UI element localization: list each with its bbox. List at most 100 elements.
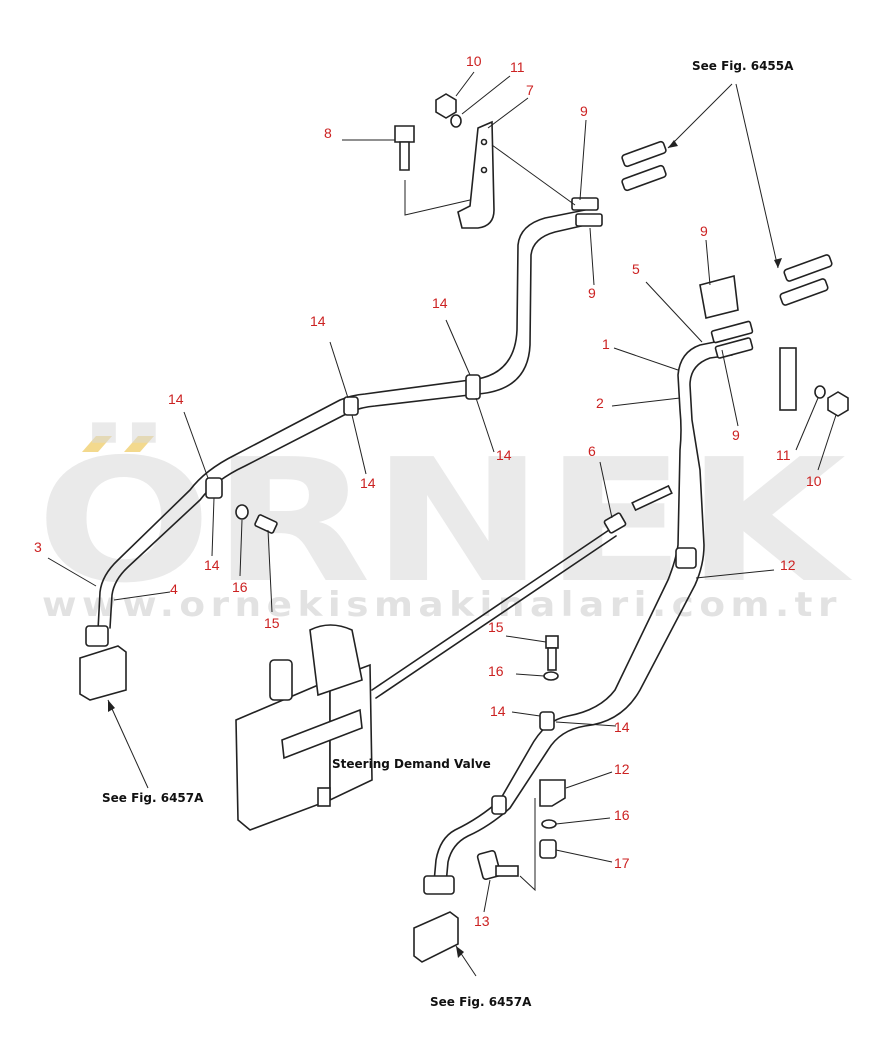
watermark-url: www.ornekismakinalari.com.tr	[42, 585, 842, 625]
fitting-9-top-b	[575, 213, 603, 227]
callout-12: 12	[614, 761, 630, 777]
callout-14: 14	[204, 557, 220, 573]
bracket-right	[779, 347, 797, 411]
nut-10-top	[435, 93, 457, 119]
lead-9-d	[721, 349, 739, 427]
callout-17: 17	[614, 855, 630, 871]
arrow-head	[668, 140, 678, 148]
valve-top-housing	[309, 624, 363, 697]
lead-11-right	[795, 397, 819, 451]
leader-6455a-a	[667, 83, 733, 149]
lead-5	[645, 281, 703, 343]
lead-14-e	[183, 411, 209, 479]
lead-16-b	[515, 673, 545, 677]
bracket-hole	[480, 166, 488, 174]
watermark-brand: ÖRNEK	[36, 422, 852, 621]
lead-14-d	[351, 414, 367, 475]
lead-13	[483, 879, 491, 913]
watermark-accent-left	[82, 436, 112, 452]
watermark: ÖRNEK www.ornekismakinalari.com.tr	[36, 422, 852, 625]
washer-16-a	[235, 504, 249, 520]
lead-9-b	[589, 227, 595, 286]
lead-15-b	[505, 635, 547, 643]
lead-2	[611, 397, 681, 407]
caption-fig-6455a: See Fig. 6455A	[692, 59, 794, 73]
lead-15-a	[267, 529, 273, 613]
clamp-14-e	[491, 795, 507, 815]
bottom-valve-block	[413, 911, 459, 963]
callout-4: 4	[170, 581, 178, 597]
callout-16: 16	[488, 663, 504, 679]
bottom-line-fittings	[423, 875, 455, 895]
lead-9-a	[579, 119, 587, 201]
callout-16: 16	[232, 579, 248, 595]
lead-10-right	[817, 414, 837, 471]
bolt-8-leader	[404, 180, 471, 216]
caption-steering-demand-valve: Steering Demand Valve	[332, 757, 491, 771]
arrow-head	[108, 700, 115, 712]
caption-fig-6457a-left: See Fig. 6457A	[102, 791, 204, 805]
fitting-9-top-a	[571, 197, 599, 211]
callout-14: 14	[168, 391, 184, 407]
clamp-14-d	[539, 711, 555, 731]
callout-14: 14	[614, 719, 630, 735]
washer-11-right	[814, 385, 826, 399]
lead-10-top	[455, 71, 475, 97]
bolt-13-leader	[519, 798, 536, 892]
callout-9: 9	[700, 223, 708, 239]
top-bracket-assembly	[394, 93, 833, 306]
bracket-12-b	[539, 779, 566, 807]
clamp-14-a	[343, 396, 359, 416]
callout-7: 7	[526, 82, 534, 98]
callout-9: 9	[732, 427, 740, 443]
tag-plate	[699, 274, 739, 319]
connector-tube-a	[621, 140, 667, 168]
lead-16-c	[555, 817, 611, 825]
lead-3	[47, 557, 97, 587]
callout-15: 15	[488, 619, 504, 635]
callout-14: 14	[490, 703, 506, 719]
callout-12: 12	[780, 557, 796, 573]
bolt-15-b-head	[545, 635, 559, 649]
clamps	[205, 374, 697, 815]
pipe-line-upper-a	[97, 209, 586, 631]
callout-10: 10	[466, 53, 482, 69]
lead-4	[113, 591, 171, 601]
connector-tube-d	[779, 278, 829, 306]
nut-17	[539, 839, 557, 859]
callout-16: 16	[614, 807, 630, 823]
arrow-head	[774, 258, 782, 268]
callout-6: 6	[588, 443, 596, 459]
bolt-13-shank	[495, 865, 519, 877]
lead-12-b	[565, 771, 613, 789]
lead-14-f	[211, 497, 215, 557]
callout-11: 11	[510, 59, 525, 75]
callout-3: 3	[34, 539, 42, 555]
watermark-accent-right	[124, 436, 154, 452]
lead-1	[613, 347, 679, 371]
washer-16-b	[543, 671, 559, 681]
washer-16-c	[541, 819, 557, 829]
callout-9: 9	[588, 285, 596, 301]
callout-8: 8	[324, 125, 332, 141]
caption-fig-6457a-bottom: See Fig. 6457A	[430, 995, 532, 1009]
callout-14: 14	[432, 295, 448, 311]
lead-12-a	[695, 569, 775, 579]
bolt-15-a	[254, 514, 278, 534]
pipe-to-valve-b	[375, 535, 617, 699]
lead-6	[599, 461, 613, 519]
leader-6457a-left	[107, 699, 149, 789]
small-hardware	[235, 484, 673, 892]
clamp-14-c	[205, 477, 223, 499]
pipe-to-valve-a	[371, 527, 613, 691]
valve-spool-cap	[269, 659, 293, 701]
nut-10-right	[827, 391, 849, 417]
callout-2: 2	[596, 395, 604, 411]
lead-14-c	[475, 397, 495, 453]
valve-band	[281, 708, 363, 760]
lead-17	[555, 849, 613, 863]
bolt-13-head	[476, 849, 502, 881]
valve-blocks	[79, 625, 459, 963]
